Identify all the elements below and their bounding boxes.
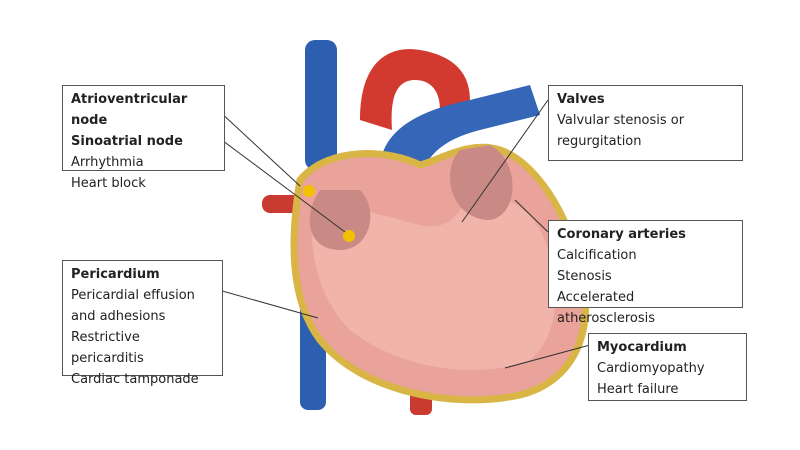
valves-label-box: Valves Valvular stenosis or regurgitatio… (548, 85, 743, 161)
coronary-title: Coronary arteries (557, 227, 686, 242)
leader-myocardium (504, 344, 591, 369)
av-node-dot (343, 230, 355, 242)
superior-vena-cava (305, 40, 337, 170)
list-item: Calcification (557, 248, 637, 263)
myocardium-inner (311, 196, 556, 370)
coronary-label-box: Coronary arteries Calcification Stenosis… (548, 220, 743, 326)
right-atrium (309, 190, 371, 250)
leader-valves (461, 99, 549, 223)
pericardium-label-box: Pericardium Pericardial effusion and adh… (62, 260, 223, 387)
left-atrium (450, 145, 513, 220)
leader-coronary (514, 199, 549, 233)
list-item: Arrhythmia (71, 155, 144, 170)
list-item: Cardiomyopathy (597, 361, 705, 376)
sa-node-dot (303, 185, 315, 197)
av-node-title: Atrioventricular node (71, 92, 188, 128)
list-item: Stenosis (557, 269, 612, 284)
pericardium-title: Pericardium (71, 267, 160, 282)
list-item: Valvular stenosis or regurgitation (557, 113, 685, 149)
list-item: Accelerated atherosclerosis (557, 290, 656, 326)
nodes-label-box: Atrioventricular node Sinoatrial node Ar… (62, 85, 225, 191)
aorta (360, 49, 470, 130)
myocardium-title: Myocardium (597, 340, 687, 355)
valves-title: Valves (557, 92, 605, 107)
pulmonary-vein (262, 195, 302, 213)
sa-node-title: Sinoatrial node (71, 134, 183, 149)
list-item: Restrictive pericarditis (71, 330, 144, 366)
list-item: Pericardial effusion and adhesions (71, 288, 195, 324)
list-item: Heart failure (597, 382, 679, 397)
list-item: Cardiac tamponade (71, 372, 199, 387)
list-item: Heart block (71, 176, 146, 191)
myocardium-label-box: Myocardium Cardiomyopathy Heart failure (588, 333, 747, 401)
